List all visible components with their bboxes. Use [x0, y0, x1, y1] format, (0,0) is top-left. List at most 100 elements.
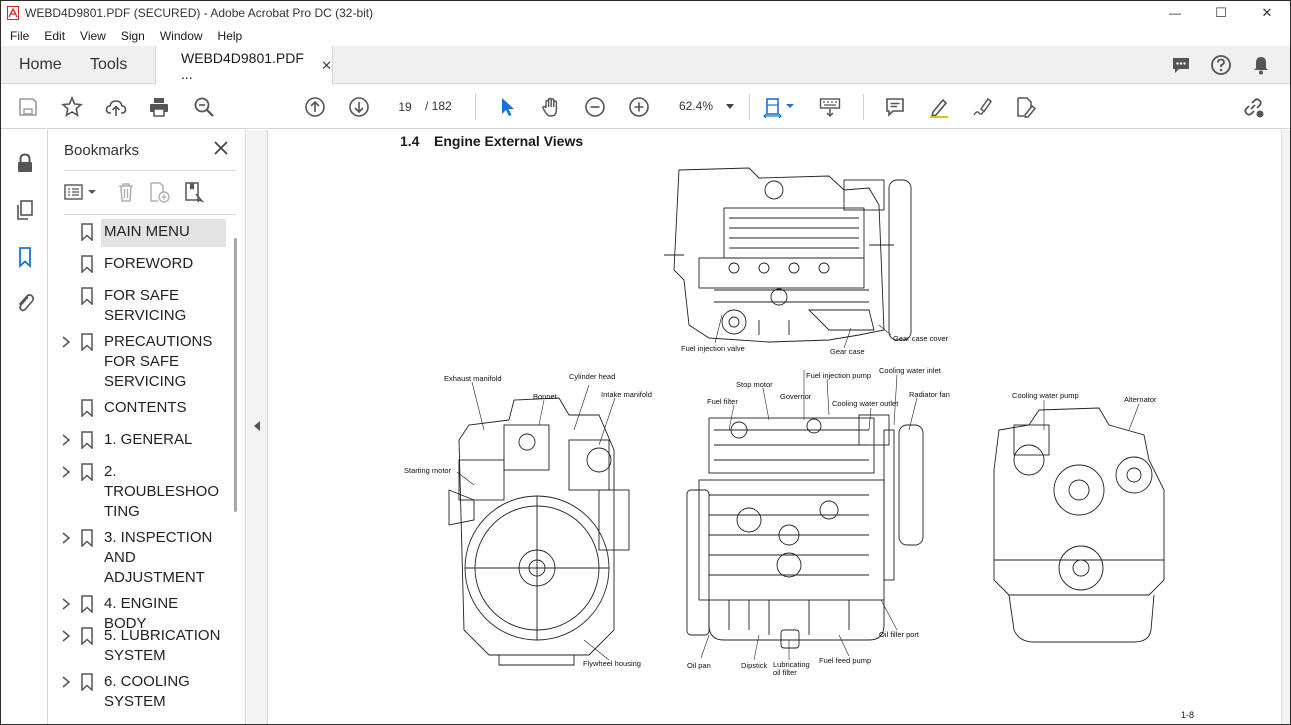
menu-bar: File Edit View Sign Window Help [1, 25, 1290, 46]
pen-sign-icon [973, 97, 993, 116]
bookmarks-icon[interactable] [14, 246, 36, 268]
engine-top-view [664, 167, 912, 343]
panel-divider [64, 170, 236, 171]
print-button[interactable] [147, 95, 171, 119]
bookmark-label: FOR SAFE SERVICING [104, 287, 187, 324]
pages-thumbnails-icon[interactable] [14, 199, 36, 221]
minus-circle-icon [585, 97, 605, 117]
bookmark-options-icon[interactable] [64, 181, 98, 203]
fit-page-button[interactable] [763, 95, 799, 119]
link-icon [1244, 98, 1264, 118]
minimize-button[interactable]: — [1169, 6, 1181, 20]
add-comment-button[interactable] [883, 95, 907, 119]
zoom-level-select[interactable]: 62.4% [670, 95, 742, 117]
navigation-rail [1, 130, 48, 724]
label-alternator: Alternator [1124, 395, 1157, 404]
chevron-right-icon[interactable] [61, 532, 71, 544]
menu-help[interactable]: Help [217, 28, 243, 43]
menu-window[interactable]: Window [159, 28, 203, 43]
tab-tools[interactable]: Tools [90, 55, 128, 73]
bookmarks-scrollbar[interactable] [234, 238, 237, 512]
zoom-out-button[interactable] [583, 95, 607, 119]
tab-document[interactable]: WEBD4D9801.PDF ... ✕ [155, 46, 333, 85]
bookmark-icon [81, 223, 93, 241]
hand-tool-button[interactable] [539, 95, 563, 119]
page-number-input[interactable]: 19 [398, 100, 412, 114]
delete-bookmark-icon[interactable] [115, 181, 137, 203]
select-tool-button[interactable] [495, 95, 519, 119]
bookmark-label: 2. TROUBLESHOOTING [104, 463, 220, 520]
attachments-paperclip-icon[interactable] [14, 292, 36, 314]
label-cylinder-head: Cylinder head [569, 372, 615, 381]
save-button[interactable] [16, 95, 40, 119]
previous-page-button[interactable] [303, 95, 327, 119]
label-cooling-water-outlet: Cooling water outlet [832, 399, 899, 408]
edit-document-icon [1017, 97, 1037, 118]
edit-pdf-button[interactable] [1014, 95, 1038, 119]
highlighter-pen-icon [930, 98, 948, 118]
find-button[interactable] [192, 95, 216, 119]
label-governor: Governor [780, 392, 812, 401]
notifications-bell-icon[interactable] [1250, 54, 1272, 76]
menu-sign[interactable]: Sign [120, 28, 145, 43]
bookmark-icon [81, 595, 93, 613]
bookmark-icon [81, 627, 93, 645]
zoom-in-button[interactable] [627, 95, 651, 119]
chevron-right-icon[interactable] [61, 336, 71, 348]
toolbar-divider [863, 94, 864, 120]
arrow-down-circle-icon [349, 97, 369, 117]
label-starting-motor: Starting motor [404, 466, 452, 475]
menu-file[interactable]: File [10, 28, 30, 43]
close-window-button[interactable]: ✕ [1261, 5, 1273, 20]
maximize-button[interactable]: ☐ [1215, 5, 1227, 20]
zoom-value: 62.4% [679, 99, 714, 113]
bookmark-search-icon[interactable] [183, 181, 205, 203]
label-fuel-feed-pump: Fuel feed pump [819, 656, 871, 665]
selection-highlight [101, 219, 226, 247]
arrow-up-circle-icon [305, 97, 325, 117]
window-title: WEBD4D9801.PDF (SECURED) - Adobe Acrobat… [25, 6, 374, 20]
label-dipstick: Dipstick [741, 661, 768, 670]
chevron-right-icon[interactable] [61, 466, 71, 478]
scroll-mode-button[interactable] [818, 95, 842, 119]
bookmark-star-button[interactable] [60, 95, 84, 119]
fill-sign-button[interactable] [971, 95, 995, 119]
title-bar: WEBD4D9801.PDF (SECURED) - Adobe Acrobat… [1, 1, 1290, 25]
upload-share-button[interactable] [104, 95, 128, 119]
bookmark-label: 1. GENERAL [104, 431, 193, 448]
menu-view[interactable]: View [80, 28, 106, 43]
label-exhaust-manifold: Exhaust manifold [444, 374, 502, 383]
close-tab-icon[interactable]: ✕ [321, 57, 332, 73]
highlight-button[interactable] [927, 95, 951, 119]
help-icon[interactable] [1210, 54, 1232, 76]
fit-width-icon [763, 98, 794, 118]
comment-icon[interactable] [1170, 54, 1192, 76]
label-gear-case: Gear case [830, 347, 865, 356]
engine-front-view [993, 407, 1165, 643]
lock-icon[interactable] [14, 152, 36, 174]
close-panel-icon[interactable] [213, 140, 229, 156]
next-page-button[interactable] [347, 95, 371, 119]
chevron-right-icon[interactable] [61, 598, 71, 610]
label-fuel-injection-pump: Fuel injection pump [806, 371, 871, 380]
menu-edit[interactable]: Edit [44, 28, 66, 43]
document-view[interactable]: 1.4 Engine External Views [269, 130, 1281, 724]
bookmark-icon [81, 399, 93, 417]
document-scroll-gutter[interactable] [1281, 130, 1290, 724]
panel-collapse-handle[interactable] [247, 130, 268, 724]
bookmark-icon [81, 431, 93, 449]
bookmark-icon [81, 463, 93, 481]
chevron-right-icon[interactable] [61, 434, 71, 446]
page-footer-number: 1-8 [1181, 710, 1195, 720]
label-oil-pan: Oil pan [687, 661, 711, 670]
chevron-down-icon [726, 104, 734, 109]
chevron-right-icon[interactable] [61, 676, 71, 688]
tab-home[interactable]: Home [19, 55, 62, 73]
label-cooling-water-pump: Cooling water pump [1012, 391, 1079, 400]
share-link-button[interactable] [1241, 95, 1265, 119]
bookmark-label: 6. COOLING SYSTEM [104, 673, 190, 710]
chevron-right-icon[interactable] [61, 630, 71, 642]
new-bookmark-icon[interactable] [148, 181, 170, 203]
